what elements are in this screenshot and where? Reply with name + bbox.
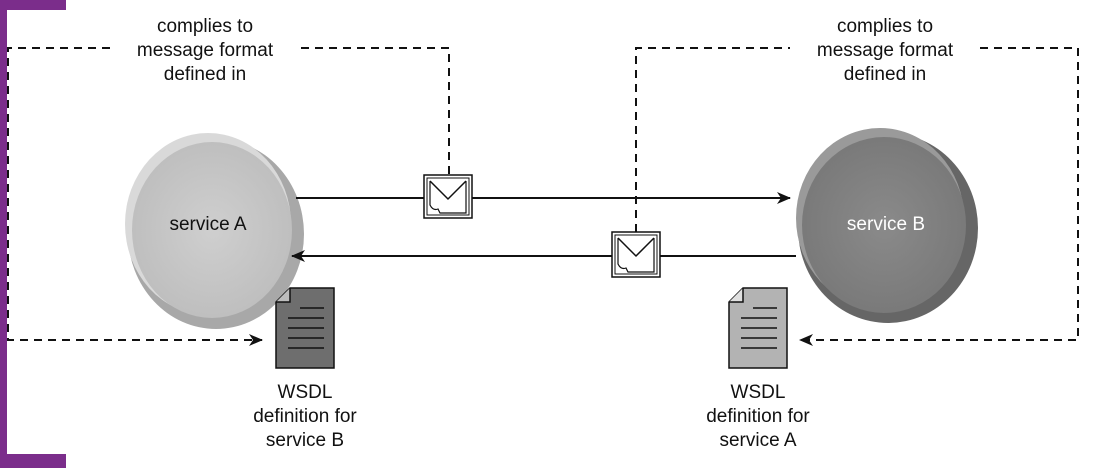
service-b-label: service B: [846, 214, 926, 235]
accent-bar: [0, 0, 66, 10]
annotation-right: complies to message format defined in: [795, 15, 975, 87]
annotation-right-line2: message format: [816, 40, 954, 61]
annotation-left-line3: defined in: [163, 64, 247, 85]
accent-bar-vertical: [0, 0, 7, 468]
envelope-icon: [611, 231, 661, 278]
left-dashed-connector: [7, 47, 450, 340]
document-right-line3: service A: [719, 430, 797, 451]
service-a-node: [125, 133, 304, 329]
right-dashed-connector: [635, 47, 1079, 340]
document-right-line2: definition for: [706, 406, 810, 427]
document-left-caption: WSDL definition for service B: [225, 381, 385, 453]
document-left-line3: service B: [265, 430, 345, 451]
annotation-left-line2: message format: [136, 40, 274, 61]
document-icon: [275, 287, 335, 369]
annotation-right-line3: defined in: [843, 64, 927, 85]
accent-bar-bottom: [0, 454, 66, 468]
annotation-right-line1: complies to: [836, 16, 934, 37]
document-right-caption: WSDL definition for service A: [678, 381, 838, 453]
document-left-line1: WSDL: [277, 382, 333, 403]
envelope-icon: [423, 174, 473, 219]
document-left-line2: definition for: [253, 406, 357, 427]
annotation-left-line1: complies to: [156, 16, 254, 37]
document-right-line1: WSDL: [730, 382, 786, 403]
service-b-node: [796, 128, 978, 323]
document-icon: [728, 287, 788, 369]
service-a-label: service A: [169, 214, 247, 235]
annotation-left: complies to message format defined in: [115, 15, 295, 87]
